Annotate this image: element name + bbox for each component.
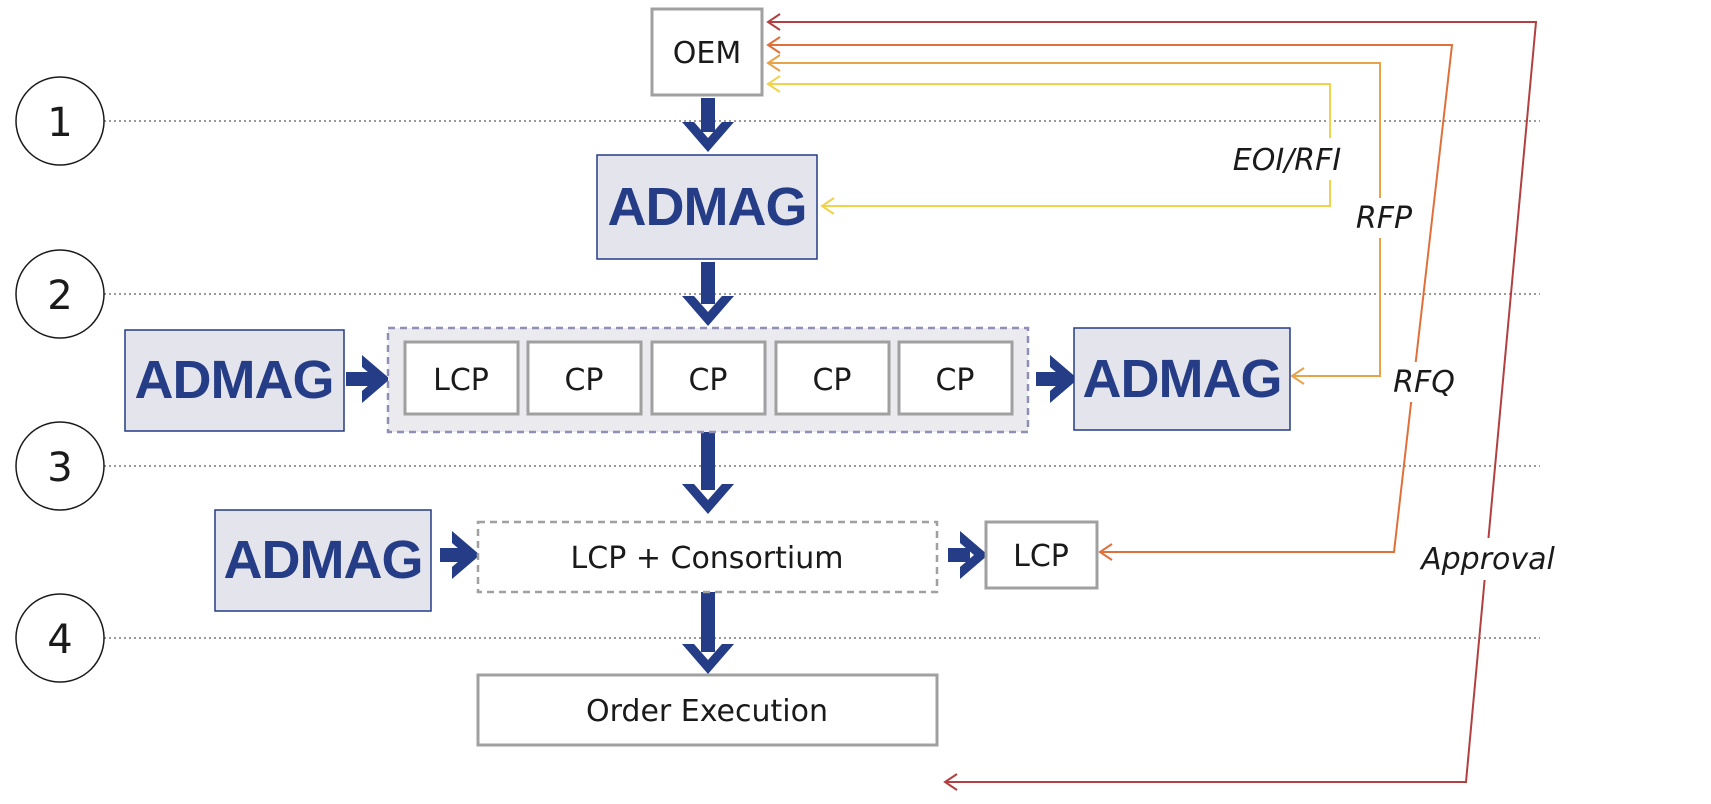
- order-execution-label: Order Execution: [586, 694, 828, 729]
- lcp-label: LCP: [1013, 539, 1069, 574]
- approval-arrowhead-order: [943, 773, 958, 791]
- admag-right-node: ADMAG: [1073, 327, 1291, 431]
- oem-node: OEM: [650, 7, 764, 97]
- label-bg: [1388, 362, 1460, 402]
- approval-line: [768, 21, 1538, 783]
- consortium-label: LCP + Consortium: [571, 541, 844, 576]
- stage-circle-1: [15, 76, 105, 166]
- partner-box: CP: [650, 340, 767, 416]
- feedback-labels: EOI/RFI RFP RFQ Approval: [1222, 138, 1562, 580]
- partner-label: CP: [935, 363, 974, 398]
- approval-label: Approval: [1419, 542, 1555, 577]
- admag-left-node: ADMAG: [124, 329, 345, 432]
- eoi-rfi-arrowhead-admag: [820, 197, 835, 215]
- rfq-line: [768, 44, 1454, 553]
- partner-label: CP: [564, 363, 603, 398]
- admag-top-logo: ADMAG: [608, 177, 807, 237]
- admag-top-node: ADMAG: [596, 154, 818, 260]
- stage-markers: 1 2 3 4: [15, 76, 105, 683]
- stage-number: 4: [47, 617, 72, 663]
- label-bg: [1222, 138, 1352, 180]
- partner-box: LCP: [403, 340, 520, 416]
- arrow-oem-to-admag: [682, 98, 734, 152]
- admag-bottom-node: ADMAG: [214, 509, 432, 612]
- partner-box: CP: [526, 340, 643, 416]
- stage-circle-4: [15, 593, 105, 683]
- order-execution-node: Order Execution: [476, 673, 939, 747]
- rfq-arrowhead-oem: [766, 36, 781, 54]
- oem-label: OEM: [673, 36, 741, 71]
- partner-label: CP: [688, 363, 727, 398]
- partner-label: CP: [812, 363, 851, 398]
- stage-number: 1: [47, 100, 72, 146]
- rfp-arrowhead-admag: [1290, 367, 1305, 385]
- stage-number: 3: [47, 445, 72, 491]
- admag-right-logo: ADMAG: [1083, 349, 1282, 409]
- admag-left-logo: ADMAG: [135, 350, 334, 410]
- lcp-node: LCP: [984, 520, 1099, 590]
- partner-box: CP: [774, 340, 891, 416]
- rfq-arrowhead-lcp: [1098, 543, 1113, 561]
- arrow-partners-to-consortium: [682, 430, 734, 514]
- stage-separators: [104, 120, 1540, 639]
- approval-arrowhead-oem: [766, 13, 781, 31]
- arrow-admag-left-to-partners: [346, 355, 390, 403]
- arrow-consortium-to-lcp: [948, 531, 988, 579]
- arrow-consortium-to-order: [682, 592, 734, 674]
- arrow-admag-bottom-to-consortium: [440, 531, 480, 579]
- rfq-label: RFQ: [1393, 365, 1455, 400]
- partner-box: CP: [897, 340, 1014, 416]
- label-bg: [1350, 198, 1418, 238]
- flow-arrows: [346, 98, 1078, 674]
- consortium-node: LCP + Consortium: [476, 520, 939, 594]
- eoi-rfi-label: EOI/RFI: [1233, 143, 1342, 178]
- stage-circle-2: [15, 249, 105, 339]
- stage-number: 2: [47, 273, 72, 319]
- partner-group: LCP CP CP CP CP: [386, 326, 1030, 434]
- partner-label: LCP: [433, 363, 489, 398]
- arrow-partners-to-admag-right: [1036, 355, 1078, 403]
- stage-circle-3: [15, 421, 105, 511]
- label-bg: [1414, 538, 1562, 580]
- admag-bottom-logo: ADMAG: [224, 530, 423, 590]
- arrow-admag-to-partners: [682, 262, 734, 326]
- rfp-label: RFP: [1356, 201, 1413, 236]
- rfp-arrowhead-oem: [766, 54, 781, 72]
- eoi-rfi-arrowhead-oem: [766, 75, 781, 93]
